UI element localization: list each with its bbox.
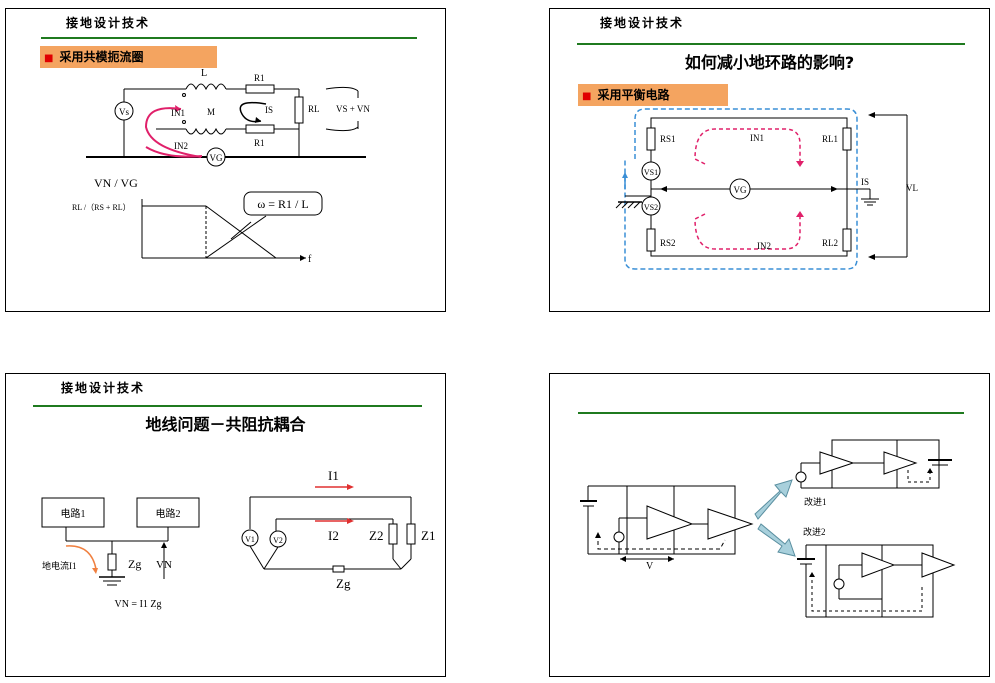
amplifier2-icon bbox=[707, 508, 754, 540]
tag-text: 采用共模扼流圈 bbox=[59, 50, 144, 64]
label-z1: Z1 bbox=[421, 528, 435, 543]
label-in1: IN1 bbox=[171, 108, 185, 118]
amplifier6-icon bbox=[921, 552, 956, 578]
label-v1: V1 bbox=[245, 535, 255, 544]
label-improve1: 改进1 bbox=[804, 496, 827, 507]
label-ground-current: 地电流I1 bbox=[42, 560, 77, 571]
signal-source-icon bbox=[795, 471, 807, 483]
label-zg-left: Zg bbox=[128, 557, 141, 571]
choke-circuit-diagram: Vs L R1 R1 RL V bbox=[86, 68, 370, 167]
label-circuit1: 电路1 bbox=[61, 507, 86, 520]
amplifier-improvement-diagram: V 改进1 改进2 bbox=[580, 439, 956, 618]
coil-bottom bbox=[185, 127, 227, 135]
label-zg-right: Zg bbox=[336, 576, 351, 591]
label-z2: Z2 bbox=[369, 528, 383, 543]
label-in2: IN2 bbox=[174, 141, 188, 151]
header-rule bbox=[41, 37, 417, 39]
label-in1: IN1 bbox=[750, 133, 764, 143]
tag-text: 采用平衡电路 bbox=[597, 88, 670, 102]
resistor-z2 bbox=[388, 523, 398, 545]
signal-source-icon bbox=[833, 578, 845, 590]
label-vs2: VS2 bbox=[644, 203, 658, 212]
label-circuit2: 电路2 bbox=[156, 507, 181, 520]
label-vn: VN bbox=[156, 559, 172, 571]
arrow-down-icon bbox=[757, 523, 796, 557]
slide-header: 接地设计技术 bbox=[66, 16, 151, 30]
balanced-circuit-diagram: RS1 IN1 RL1 VS1 VG IS VL VS2 RS2 IN2 RL2 bbox=[615, 108, 918, 270]
label-r1-bottom: R1 bbox=[254, 138, 265, 148]
label-improve2: 改进2 bbox=[803, 526, 826, 537]
resistor-zg-left bbox=[107, 553, 117, 571]
label-is: IS bbox=[265, 105, 273, 115]
label-vs1: VS1 bbox=[644, 168, 658, 177]
label-v: V bbox=[646, 561, 654, 572]
label-i2: I2 bbox=[328, 528, 339, 543]
slide-header: 接地设计技术 bbox=[600, 16, 685, 30]
omega-callout bbox=[243, 191, 323, 216]
circuit1-box bbox=[41, 497, 105, 528]
vs1-source-icon bbox=[641, 161, 661, 181]
label-l: L bbox=[201, 68, 207, 79]
vg-source-icon bbox=[729, 178, 751, 200]
vs2-source-icon bbox=[641, 196, 661, 216]
label-y-axis: VN / VG bbox=[94, 176, 138, 190]
label-rs1: RS1 bbox=[660, 134, 676, 144]
slide-balanced-circuit: 接地设计技术 如何减小地环路的影响? ■ 采用平衡电路 bbox=[549, 8, 990, 312]
slide-common-impedance-coupling: 接地设计技术 地线问题－共阻抗耦合 电路1 电路2 地电流I1 Zg VN VN… bbox=[5, 373, 446, 677]
bullet-icon: ■ bbox=[582, 91, 592, 102]
slide-header: 接地设计技术 bbox=[61, 381, 146, 395]
vg-source-icon bbox=[206, 147, 226, 167]
resistor-z1 bbox=[406, 523, 416, 545]
coupling-circuit-diagram: 电路1 电路2 地电流I1 Zg VN VN = I1 Zg bbox=[41, 468, 435, 610]
slide-improvements: V 改进1 改进2 bbox=[549, 373, 990, 677]
header-rule bbox=[33, 405, 422, 407]
section-tag: ■ 采用平衡电路 bbox=[578, 84, 728, 106]
resistor-rl2 bbox=[842, 228, 852, 252]
label-is: IS bbox=[861, 177, 869, 187]
resistor-zg-right bbox=[332, 565, 345, 573]
label-in2: IN2 bbox=[757, 241, 771, 251]
amplifier5-icon bbox=[861, 552, 896, 578]
signal-source-icon bbox=[613, 531, 625, 543]
label-x-axis: f bbox=[308, 254, 312, 265]
label-v2: V2 bbox=[273, 536, 283, 545]
label-vs: Vs bbox=[119, 107, 129, 117]
header-rule bbox=[577, 43, 965, 45]
resistor-rs1 bbox=[646, 127, 656, 151]
label-m: M bbox=[207, 107, 215, 117]
label-vl: VL bbox=[906, 183, 918, 193]
label-formula: VN = I1 Zg bbox=[114, 599, 161, 610]
label-i1: I1 bbox=[328, 468, 339, 483]
resistor-rs2 bbox=[646, 228, 656, 252]
amplifier4-icon bbox=[883, 451, 918, 475]
section-tag: ■ 采用共模扼流圈 bbox=[40, 46, 217, 68]
arrow-up-icon bbox=[754, 479, 793, 520]
bullet-icon: ■ bbox=[44, 53, 54, 64]
label-rs2: RS2 bbox=[660, 238, 676, 248]
vs-source-icon bbox=[114, 101, 134, 121]
resistor-rl1 bbox=[842, 127, 852, 151]
label-vg: VG bbox=[734, 185, 747, 195]
amplifier3-icon bbox=[819, 451, 855, 475]
frequency-response-chart: ω = R1 / L VN / VG RL /（RS + RL） f bbox=[72, 176, 323, 265]
coil-top bbox=[185, 83, 227, 91]
label-vs-vn: VS + VN bbox=[336, 104, 370, 114]
label-vg: VG bbox=[210, 153, 223, 163]
slide-common-mode-choke: 接地设计技术 ■ 采用共模扼流圈 Vs bbox=[5, 8, 446, 312]
label-rl2: RL2 bbox=[822, 238, 838, 248]
label-r1-top: R1 bbox=[254, 73, 265, 83]
label-rl: RL bbox=[308, 104, 320, 114]
header-rule bbox=[578, 412, 964, 414]
label-rl1: RL1 bbox=[822, 134, 838, 144]
label-y-tick: RL /（RS + RL） bbox=[72, 203, 131, 212]
label-omega: ω = R1 / L bbox=[257, 197, 308, 211]
amplifier1-icon bbox=[646, 505, 694, 540]
slide-title: 地线问题－共阻抗耦合 bbox=[145, 415, 306, 434]
slide-title: 如何减小地环路的影响? bbox=[684, 53, 855, 72]
